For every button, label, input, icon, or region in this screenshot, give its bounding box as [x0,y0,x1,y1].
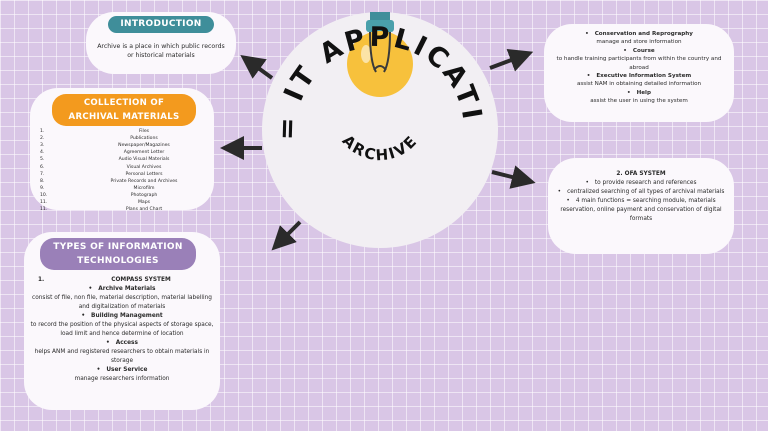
collection-item-label: Personal Letters [125,171,163,177]
collection-item: 4. Agreement Letter [36,149,208,156]
collection-item-label: Private Records and Archives [110,178,178,184]
right-bullet-2: Course [552,47,726,55]
collection-item-number: 3. [40,143,45,149]
collection-item-number: 2. [40,136,45,142]
right-bullet-3: Executive Information System [552,72,726,80]
collection-item: 5. Audio Visual Materials [36,156,208,163]
ofa-point-2: centralized searching of all types of ar… [556,188,726,197]
collection-item-label: Visual Archives [126,164,162,170]
collection-item-number: 7. [40,171,45,177]
right-text-1: manage and store information [596,39,682,46]
collection-item-number: 9. [40,185,45,191]
collection-title-line2: ARCHIVAL MATERIALS [68,112,180,122]
ofa-card: 2. OFA SYSTEM to provide research and re… [548,158,734,254]
collection-item-label: Audio Visual Materials [118,157,170,163]
arrow-to-right-top [489,48,534,72]
collection-card: COLLECTION OF ARCHIVAL MATERIALS 1. Files… [30,88,214,213]
collection-item-label: Microfilm [133,185,155,191]
collection-item-label: Newspaper/Magazines [118,143,170,149]
right-top-card: Conservation and Reprography manage and … [544,24,734,122]
types-heading-text: COMPASS SYSTEM [111,277,171,283]
lightbulb-icon [347,12,413,97]
right-text-4: assist the user in using the system [590,98,688,105]
types-bullet-4: User Service [30,366,214,375]
collection-item-label: Maps [137,200,151,206]
types-num: 1. [38,277,45,283]
collection-title-line1: COLLECTION OF [83,98,165,108]
center-circle: ARCHIVE 4 = IT APPLICATION [249,0,498,248]
right-bullet-4: Help [552,89,726,97]
collection-item: 1. Files [36,128,208,135]
center-graphic: ARCHIVE 4 = IT APPLICATION [249,0,485,164]
types-title-line2: TECHNOLOGIES [77,256,159,266]
collection-item-label: Photograph [130,192,158,198]
collection-item: 7. Personal Letters [36,171,208,178]
collection-item: 6. Visual Archives [36,164,208,171]
types-body: 1. COMPASS SYSTEM Archive Materials cons… [30,276,214,384]
collection-item-label: Publications [130,136,158,142]
collection-item: 11. Plans and Chart [36,206,208,213]
types-text-1: consist of file, non file, material desc… [32,294,212,310]
ofa-heading: 2. OFA SYSTEM [616,171,666,177]
right-text-3: assist NAM in obtaining detailed informa… [576,81,702,88]
types-bullet-3: Access [30,339,214,348]
arrow-to-types [271,220,302,251]
collection-item-number: 10. [40,192,48,198]
collection-item: 2. Publications [36,135,208,142]
collection-item: 8. Private Records and Archives [36,178,208,185]
collection-item-label: Files [138,129,150,134]
collection-title: COLLECTION OF ARCHIVAL MATERIALS [52,94,196,126]
types-title-line1: TYPES OF INFORMATION [53,242,183,252]
collection-item: 3. Newspaper/Magazines [36,142,208,149]
right-text-2: to handle training participants from wit… [556,56,722,71]
collection-item-number: 6. [40,164,45,170]
collection-item-number: 11. [40,200,48,206]
introduction-title: INTRODUCTION [108,16,214,33]
types-bullet-1: Archive Materials [30,285,214,294]
right-top-body: Conservation and Reprography manage and … [552,30,726,106]
arrow-to-ofa [491,165,536,189]
ofa-point-3: 4 main functions = searching module, mat… [556,197,726,224]
collection-item-number: 11. [40,207,48,213]
types-heading: 1. COMPASS SYSTEM [30,276,214,285]
collection-item: 10. Photograph [36,192,208,199]
collection-item-label: Agreement Letter [123,150,165,156]
introduction-card: INTRODUCTION Archive is a place in which… [86,12,236,74]
collection-item-number: 1. [40,129,45,134]
ofa-point-1: to provide research and references [556,179,726,188]
arrow-to-introduction [240,54,274,80]
collection-item-number: 5. [40,157,45,163]
types-card: TYPES OF INFORMATION TECHNOLOGIES 1. COM… [24,232,220,410]
types-text-2: to record the position of the physical a… [30,321,214,337]
introduction-text: Archive is a place in which public recor… [97,43,225,60]
types-title: TYPES OF INFORMATION TECHNOLOGIES [40,238,196,270]
types-text-3: helps ANM and registered researchers to … [34,348,210,364]
collection-item: 11. Maps [36,199,208,206]
types-text-4: manage researchers information [74,375,170,382]
types-bullet-2: Building Management [30,312,214,321]
collection-item: 9. Microfilm [36,185,208,192]
collection-item-number: 8. [40,178,45,184]
right-bullet-1: Conservation and Reprography [552,30,726,38]
collection-item-number: 4. [40,150,45,156]
collection-item-label: Plans and Chart [125,207,163,213]
ofa-body: 2. OFA SYSTEM to provide research and re… [556,170,726,224]
collection-list: 1. Files 2. Publications 3. Newspaper/Magazin… [36,128,208,213]
